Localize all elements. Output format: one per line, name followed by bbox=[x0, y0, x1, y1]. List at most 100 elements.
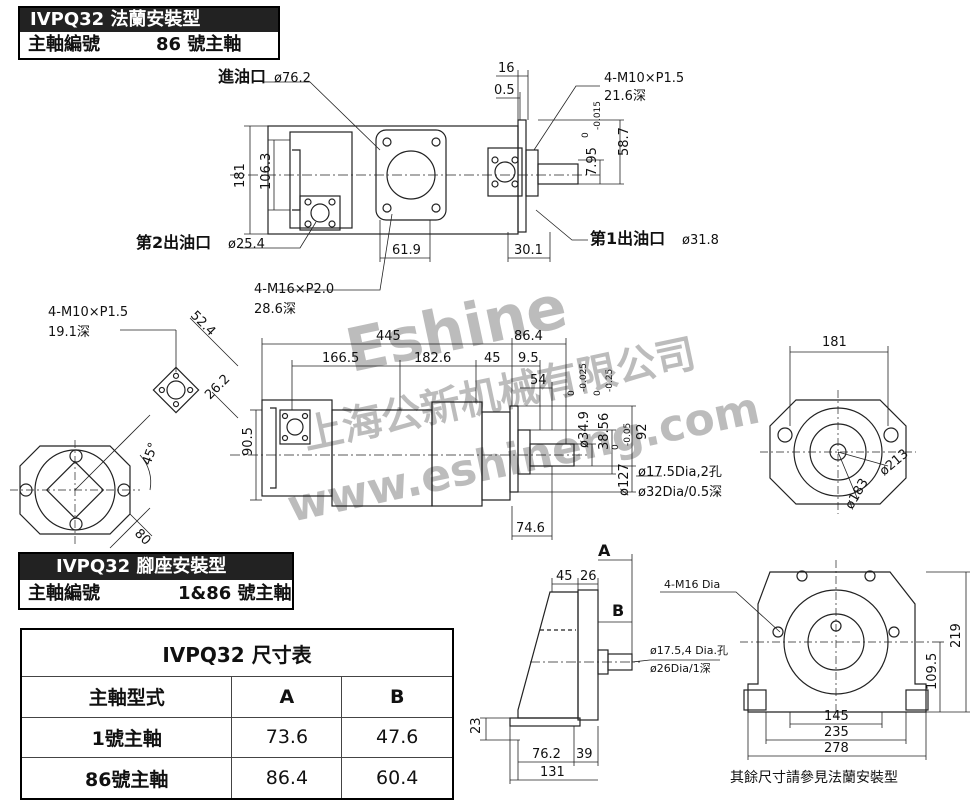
table-header: B bbox=[341, 676, 454, 718]
table-title-row: IVPQ32 尺寸表 bbox=[20, 628, 454, 677]
dim-181-right: 181 bbox=[822, 335, 847, 350]
table-cell: 1號主軸 bbox=[20, 716, 233, 759]
foot-header-title: IVPQ32 腳座安裝型 bbox=[20, 554, 292, 580]
foot-header-value: 1&86 號主軸 bbox=[178, 583, 292, 604]
left-thread: 4-M10×P1.5 bbox=[48, 305, 128, 320]
table-header: A bbox=[231, 676, 343, 718]
left-end-view bbox=[10, 414, 153, 549]
dimension-table: IVPQ32 尺寸表 主軸型式 A B 1號主軸 73.6 47.6 86號主軸… bbox=[20, 628, 454, 800]
foot-front-view bbox=[740, 560, 932, 720]
front-view-dimensions bbox=[250, 338, 662, 540]
foot-header-row: 主軸編號 1&86 號主軸 bbox=[20, 580, 292, 608]
left-flange-detail bbox=[120, 317, 239, 419]
angle-45: 45° bbox=[140, 441, 162, 468]
dim-3856: 38.56 bbox=[597, 413, 612, 450]
dim-278: 278 bbox=[824, 741, 849, 756]
table-title: IVPQ32 尺寸表 bbox=[20, 628, 454, 677]
dim-92: 92 bbox=[635, 423, 650, 440]
dim-95: 9.5 bbox=[518, 351, 539, 366]
table-header: 主軸型式 bbox=[20, 676, 233, 718]
left-depth: 19.1深 bbox=[48, 325, 90, 340]
dim-183: ø183 bbox=[842, 476, 871, 512]
depth-216: 21.6深 bbox=[604, 89, 646, 104]
dim-619: 61.9 bbox=[392, 243, 421, 258]
flange-header-row: 主軸編號 86 號主軸 bbox=[20, 32, 278, 58]
table-cell: 86號主軸 bbox=[20, 757, 233, 800]
dim-45-front: 45 bbox=[484, 351, 501, 366]
dim-131: 131 bbox=[540, 765, 565, 780]
dim-1826: 182.6 bbox=[414, 351, 451, 366]
tol-349-bot: -0.025 bbox=[579, 363, 589, 392]
outlet2-dia: ø25.4 bbox=[228, 237, 265, 252]
tol-127-top: 0 bbox=[611, 444, 621, 450]
table-header-row: 主軸型式 A B bbox=[20, 676, 454, 718]
dim-587: 58.7 bbox=[617, 127, 632, 156]
dim-26: 26 bbox=[580, 569, 597, 584]
table-row: 86號主軸 86.4 60.4 bbox=[20, 757, 454, 800]
right-hole: ø17.5Dia,2孔 bbox=[638, 465, 722, 480]
outlet1-label: 第1出油口 bbox=[590, 229, 665, 248]
table-cell: 47.6 bbox=[341, 716, 454, 759]
outlet1-dia: ø31.8 bbox=[682, 233, 719, 248]
right-spot: ø32Dia/0.5深 bbox=[638, 485, 722, 500]
dim-145: 145 bbox=[824, 709, 849, 724]
dim-445: 445 bbox=[376, 329, 401, 344]
right-view-dimensions bbox=[789, 346, 889, 501]
dim-80: 80 bbox=[131, 526, 153, 548]
flange-header-value: 86 號主軸 bbox=[156, 34, 242, 55]
dim-1063: 106.3 bbox=[259, 153, 274, 190]
foot-side-view bbox=[509, 589, 640, 727]
table-cell: 86.4 bbox=[231, 757, 343, 800]
dim-54: 54 bbox=[530, 373, 547, 388]
flange-header-label: 主軸編號 bbox=[28, 34, 100, 55]
top-view-outline bbox=[230, 119, 600, 235]
inlet-dia: ø76.2 bbox=[274, 71, 311, 86]
foot-spot: ø26Dia/1深 bbox=[650, 662, 711, 675]
tol-3856-bot: -0.25 bbox=[605, 369, 615, 392]
foot-hole: ø17.5,4 Dia.孔 bbox=[650, 644, 728, 657]
dim-905: 90.5 bbox=[241, 427, 256, 456]
dim-39: 39 bbox=[576, 747, 593, 762]
front-view-outline bbox=[230, 399, 590, 507]
foot-front-dimensions bbox=[660, 571, 970, 760]
thread-m10-top: 4-M10×P1.5 bbox=[604, 71, 684, 86]
dim-181-top: 181 bbox=[233, 163, 248, 188]
dim-235: 235 bbox=[824, 725, 849, 740]
dim-1095: 109.5 bbox=[925, 653, 940, 690]
tol-795-bot: -0.015 bbox=[593, 101, 603, 130]
flange-header-title: IVPQ32 法蘭安裝型 bbox=[20, 8, 278, 32]
foot-side-dimensions bbox=[480, 554, 720, 784]
foot-header: IVPQ32 腳座安裝型 主軸編號 1&86 號主軸 bbox=[18, 552, 294, 610]
label-A: A bbox=[598, 541, 611, 560]
dim-45-foot: 45 bbox=[556, 569, 573, 584]
tol-127-bot: -0.05 bbox=[623, 423, 633, 446]
dim-16: 16 bbox=[498, 61, 515, 76]
right-end-view bbox=[760, 390, 916, 514]
foot-header-label: 主軸編號 bbox=[28, 583, 100, 604]
foot-thread: 4-M16 Dia bbox=[664, 578, 720, 591]
tol-3856-top: 0 bbox=[593, 390, 603, 396]
foot-note: 其餘尺寸請參見法蘭安裝型 bbox=[730, 769, 898, 786]
inlet-label: 進油口 bbox=[218, 67, 266, 86]
depth-286: 28.6深 bbox=[254, 302, 296, 317]
dim-349: ø34.9 bbox=[577, 411, 592, 448]
dim-301: 30.1 bbox=[514, 243, 543, 258]
dim-1665: 166.5 bbox=[322, 351, 359, 366]
dim-127: ø127 bbox=[617, 463, 632, 496]
dim-746: 74.6 bbox=[516, 521, 545, 536]
dim-864-front: 86.4 bbox=[514, 329, 543, 344]
tol-349-top: 0 bbox=[567, 390, 577, 396]
dim-762: 76.2 bbox=[532, 747, 561, 762]
table-row: 1號主軸 73.6 47.6 bbox=[20, 716, 454, 759]
dim-219: 219 bbox=[949, 623, 964, 648]
dim-524: 52.4 bbox=[187, 308, 218, 339]
top-view-dimensions bbox=[240, 70, 624, 291]
table-cell: 73.6 bbox=[231, 716, 343, 759]
table-cell: 60.4 bbox=[341, 757, 454, 800]
flange-header: IVPQ32 法蘭安裝型 主軸編號 86 號主軸 bbox=[18, 6, 280, 60]
dim-23: 23 bbox=[469, 717, 484, 734]
tol-795-top: 0 bbox=[581, 132, 591, 138]
dim-05: 0.5 bbox=[494, 83, 515, 98]
dim-795: 7.95 bbox=[585, 147, 600, 176]
